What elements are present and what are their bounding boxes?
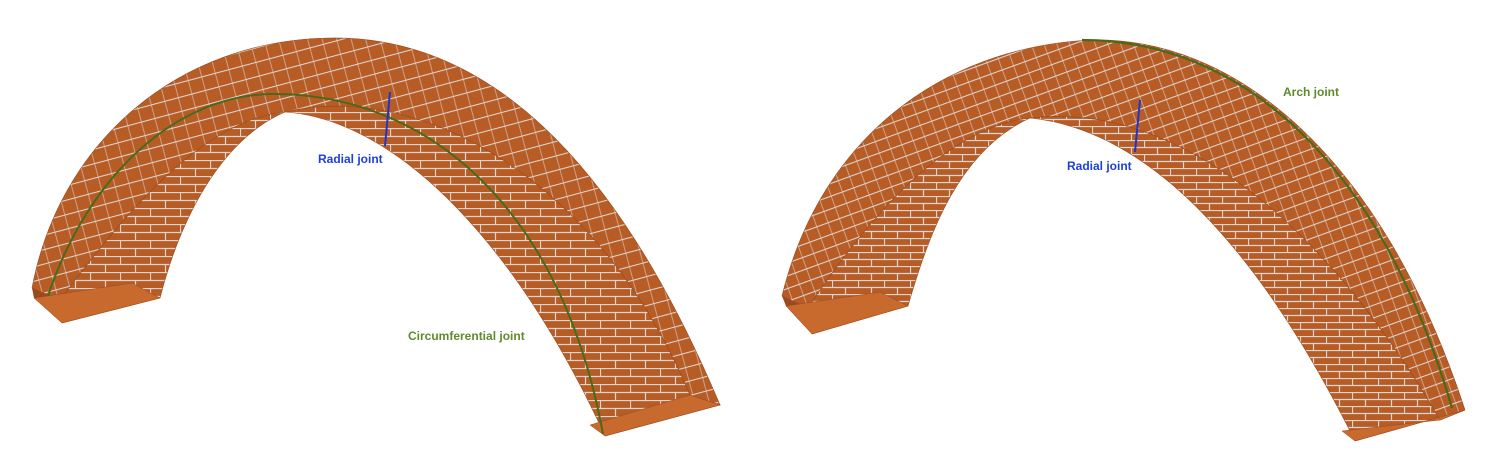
left-arch-soffit <box>59 111 286 324</box>
left-radial-joint-line <box>384 91 391 147</box>
right-radial-joint-label: Radial joint <box>1067 159 1132 173</box>
right-arch-left-base <box>785 291 909 335</box>
left-arch <box>31 37 722 437</box>
left-radial-joint-label: Radial joint <box>318 152 383 166</box>
right-arch-joint-line <box>1081 38 1454 409</box>
left-arch-left-base <box>33 282 161 324</box>
left-circumferential-joint-line <box>47 92 604 435</box>
right-arch-joint-label: Arch joint <box>1283 85 1339 99</box>
right-arch-soffit <box>807 117 1031 335</box>
left-circumferential-joint-label: Circumferential joint <box>408 329 525 343</box>
right-arch <box>781 38 1466 442</box>
right-radial-joint-line <box>1134 99 1141 153</box>
left-arch-right-base <box>589 394 721 437</box>
right-arch-right-base <box>1341 409 1466 442</box>
